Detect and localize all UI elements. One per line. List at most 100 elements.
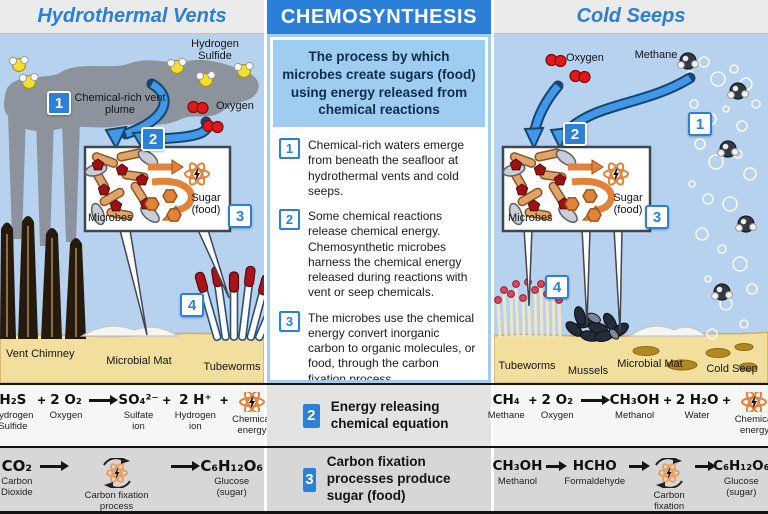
formula-label: Oxygen [49, 410, 83, 421]
step-badge-2: 2 [279, 209, 300, 231]
formula-label: Chemical energy [232, 414, 272, 437]
sugar-label-left: Sugar (food) [191, 192, 221, 217]
plus-sign: + [722, 392, 731, 408]
eq-term: C₆H₁₂O₆ Glucose (sugar) [713, 458, 768, 498]
divider [0, 383, 768, 385]
step-item-2: 2 Some chemical reactions release chemic… [279, 209, 479, 300]
formula: 2 O₂ [50, 392, 82, 408]
chemosynthesis-title: CHEMOSYNTHESIS [280, 5, 478, 28]
formula: CH₄ [492, 392, 520, 408]
step-text-2: Some chemical reactions release chemical… [308, 209, 468, 300]
caption-text: Carbon fixation processes produce sugar … [326, 454, 451, 503]
formula-label: Glucose (sugar) [214, 476, 250, 499]
chemical-energy-icon [184, 162, 210, 186]
microbes-label-left: Microbes [88, 212, 133, 224]
carbon-fixation-icon [102, 458, 131, 488]
badge-4-left: 4 [180, 293, 204, 317]
methane-label: Methane [634, 49, 678, 61]
microbes-label-right: Microbes [508, 212, 553, 224]
plus-sign: + [37, 392, 46, 408]
eq-term: Carbon fixation process [647, 458, 691, 514]
formula: CH₃OH [609, 392, 660, 408]
eq-term: HCHO Formaldehyde [564, 458, 625, 487]
chemical-energy-icon [741, 392, 768, 412]
formula-label: Hydrogen Sulfide [0, 410, 34, 433]
oxygen-label-right: Oxygen [566, 52, 604, 64]
reaction-arrow-icon [546, 460, 568, 471]
vent-energy-equation: H₂S Hydrogen Sulfide + 2 O₂ Oxygen SO₄²⁻… [0, 385, 272, 446]
formula-label: Methane [487, 410, 525, 421]
formula: CO₂ [1, 457, 33, 475]
formula: 2 O₂ [541, 392, 573, 408]
formula: 2 H⁺ [179, 392, 212, 408]
reaction-arrow-icon [629, 460, 651, 471]
badge-2-right: 2 [563, 122, 587, 146]
badge-1-right: 1 [688, 112, 712, 136]
formula: CH₃OH [492, 458, 543, 474]
divider [0, 511, 768, 514]
mussels-label: Mussels [567, 365, 609, 377]
header-hydrothermal-vents: Hydrothermal Vents [0, 0, 264, 34]
energy-arrow-left [148, 159, 184, 175]
formula: HCHO [572, 458, 617, 474]
step-badge-1: 1 [279, 138, 300, 160]
microbial-mat-label-right: Microbial Mat [617, 358, 683, 370]
hydrothermal-vent-scene [0, 55, 264, 383]
eq-term: 2 H₂O Water [676, 392, 719, 421]
reaction-arrow-icon [695, 460, 717, 471]
carbon-fixation-icon [655, 458, 684, 488]
badge-1-left: 1 [47, 91, 71, 115]
cold-seep-panel: Oxygen Methane Microbes Sugar (food) Tub… [494, 34, 768, 383]
tubeworms-label-left: Tubeworms [203, 361, 261, 373]
plus-sign: + [162, 392, 171, 408]
reaction-arrow-icon [580, 394, 610, 405]
formula-label: Chemical energy [734, 414, 768, 437]
eq-term: CH₃OH Methanol [493, 458, 543, 487]
badge-4-right: 4 [545, 275, 569, 299]
tubeworms-label-right: Tubeworms [498, 360, 556, 372]
formula-label: Methanol [615, 410, 655, 421]
cold-seeps-title: Cold Seeps [576, 5, 686, 27]
header-chemosynthesis: CHEMOSYNTHESIS [267, 0, 491, 34]
chemical-energy-icon [238, 392, 265, 412]
microbial-mat-label-left: Microbial Mat [106, 355, 172, 367]
badge-3-right: 3 [645, 205, 669, 229]
eq-term: 2 O₂ Oxygen [541, 392, 574, 421]
reaction-arrow-icon [39, 460, 69, 471]
formula-label: Hydrogen ion [174, 410, 216, 433]
formula: SO₄²⁻ [118, 392, 159, 408]
formula-label: Sulfate ion [123, 410, 154, 433]
caption-badge-3: 3 [303, 467, 316, 492]
flow-arrows-right [523, 72, 696, 151]
vent-fixation-equation: CO₂ Carbon Dioxide Carbon fixation proce… [0, 448, 264, 512]
reaction-arrow-icon [171, 460, 201, 471]
header-cold-seeps: Cold Seeps [494, 0, 768, 34]
plus-sign: + [663, 392, 672, 408]
eq-term: Carbon fixation process [69, 458, 165, 512]
step-text-3: The microbes use the chemical energy con… [308, 310, 476, 383]
eq-term: CH₄ Methane [488, 392, 525, 421]
formula-label: Methanol [497, 476, 538, 487]
sugar-label-right: Sugar (food) [613, 192, 643, 217]
cold-seep-label: Cold Seep [706, 363, 758, 375]
formula-label: Carbon fixation process [653, 490, 686, 514]
formula: 2 H₂O [675, 392, 719, 408]
eq-term: 2 H⁺ Hydrogen ion [175, 392, 216, 432]
eq-term: H₂S Hydrogen Sulfide [0, 392, 33, 432]
step-badge-3: 3 [279, 310, 300, 332]
caption-text: Energy releasing chemical equation [330, 398, 449, 431]
cold-seep-scene [494, 52, 768, 383]
eq-term: Chemical energy [735, 392, 768, 436]
formula-label: Glucose (sugar) [723, 476, 759, 499]
badge-2-left: 2 [141, 127, 165, 151]
hydrogen-sulfide-label: Hydrogen Sulfide [191, 38, 239, 63]
seep-energy-equation: CH₄ Methane + 2 O₂ Oxygen CH₃OH Methanol… [488, 385, 768, 446]
step-text-1: Chemical-rich waters emerge from beneath… [308, 138, 465, 198]
eq-term: CH₃OH Methanol [610, 392, 660, 421]
plus-sign: + [528, 392, 537, 408]
eq-term: Chemical energy [232, 392, 272, 436]
tubeworms-left [194, 265, 264, 342]
badge-3-left: 3 [228, 204, 252, 228]
step-item-1: 1 Chemical-rich waters emerge from benea… [279, 138, 479, 199]
